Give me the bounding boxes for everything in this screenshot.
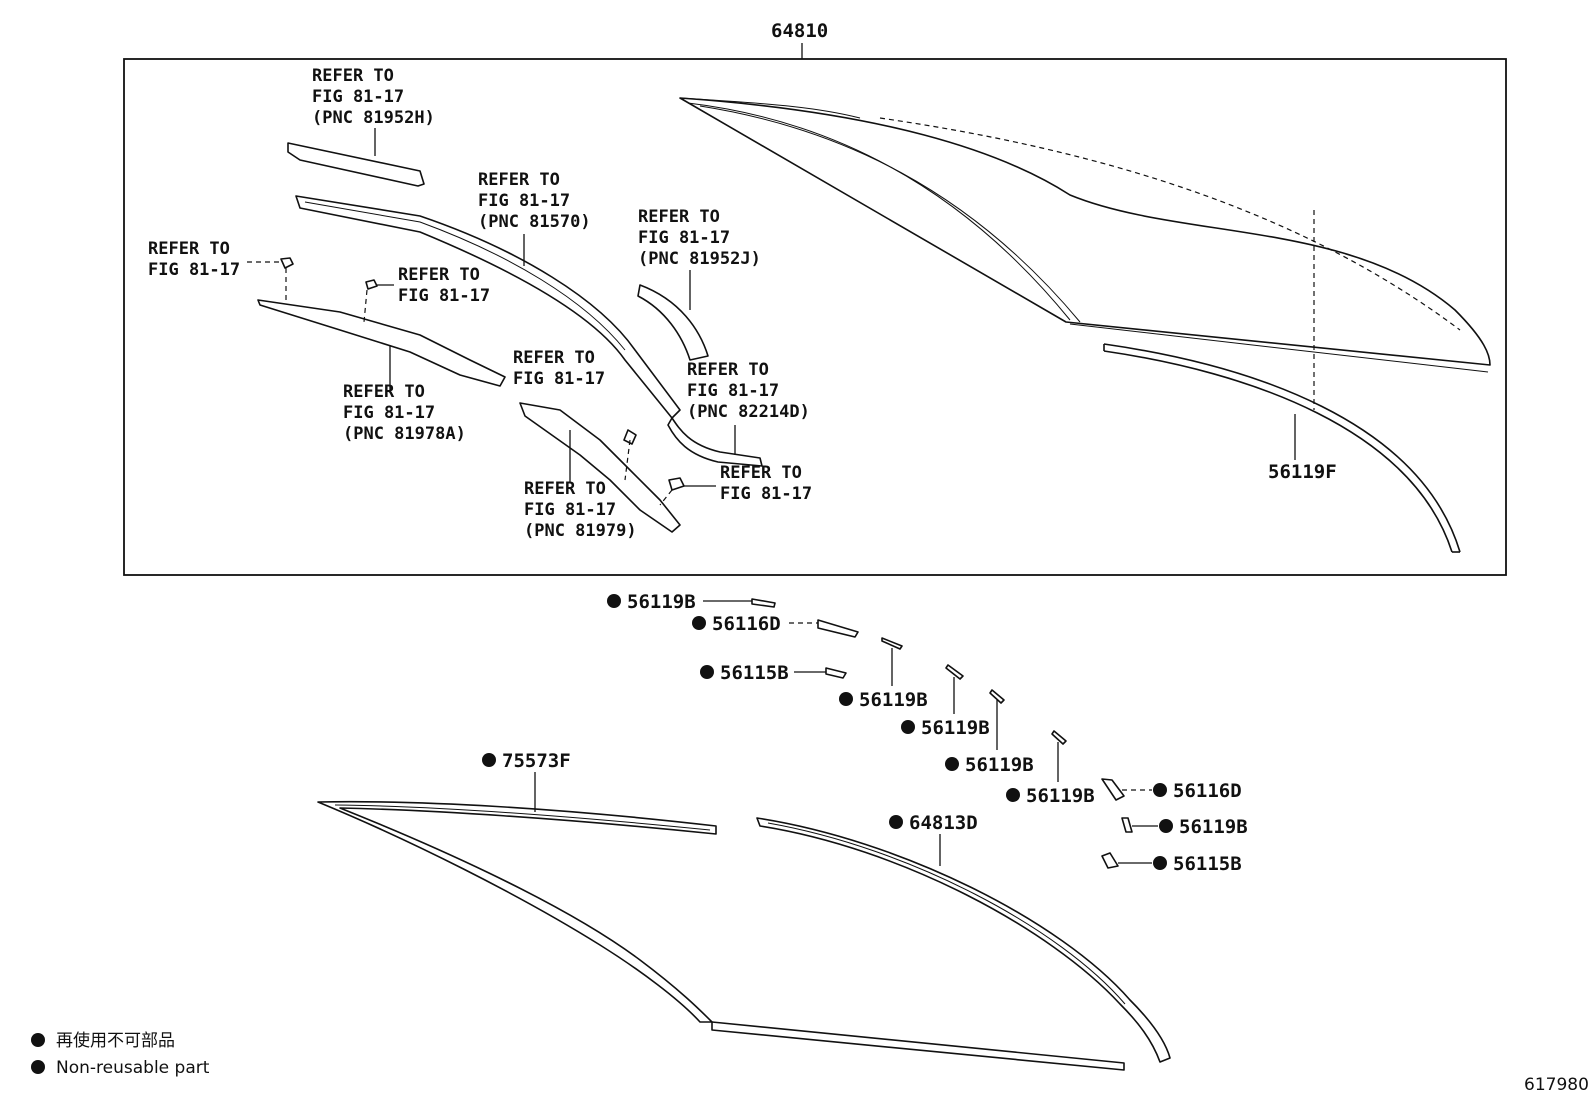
non-reusable-dot — [839, 692, 853, 706]
weatherstrip-64813D — [711, 817, 1171, 1071]
callout-81952J: REFER TO FIG 81-17 (PNC 81952J) — [638, 207, 761, 269]
harness-82214D — [667, 417, 763, 467]
callout-81979: REFER TO FIG 81-17 (PNC 81979) — [524, 479, 637, 541]
non-reusable-dot — [945, 757, 959, 771]
svg-text:REFER TO: REFER TO — [720, 463, 802, 483]
svg-text:REFER TO: REFER TO — [312, 66, 394, 86]
part-number-56116D: 56116D — [1173, 780, 1242, 802]
rear-window-glass — [679, 97, 1491, 410]
svg-text:FIG 81-17: FIG 81-17 — [524, 500, 616, 520]
spacer-56116D — [817, 619, 859, 638]
assembly-frame — [123, 58, 1507, 576]
svg-text:(PNC 82214D): (PNC 82214D) — [687, 402, 810, 422]
callout-81570: REFER TO FIG 81-17 (PNC 81570) — [478, 170, 591, 232]
part-number-56115B: 56115B — [1173, 853, 1242, 875]
clip-mid — [363, 279, 394, 323]
svg-text:FIG 81-17: FIG 81-17 — [720, 484, 812, 504]
spacer-56119B — [751, 598, 776, 608]
molding-75573F — [317, 772, 717, 1023]
svg-text:REFER TO: REFER TO — [638, 207, 720, 227]
svg-text:(PNC 81979): (PNC 81979) — [524, 521, 637, 541]
callout-mid: REFER TO FIG 81-17 — [398, 265, 490, 306]
svg-text:REFER TO: REFER TO — [148, 239, 230, 259]
part-number-56119B: 56119B — [1026, 785, 1095, 807]
svg-text:FIG 81-17: FIG 81-17 — [398, 286, 490, 306]
non-reusable-dot — [482, 753, 496, 767]
legend-dot — [31, 1060, 45, 1074]
svg-text:FIG 81-17: FIG 81-17 — [148, 260, 240, 280]
svg-text:FIG 81-17: FIG 81-17 — [343, 403, 435, 423]
non-reusable-dot — [1153, 783, 1167, 797]
part-number-75573F: 75573F — [502, 750, 571, 772]
non-reusable-dot — [1153, 856, 1167, 870]
part-number-56119F: 56119F — [1268, 461, 1337, 483]
svg-text:REFER TO: REFER TO — [524, 479, 606, 499]
part-number-64813D: 64813D — [909, 812, 978, 834]
part-number-56119B: 56119B — [1179, 816, 1248, 838]
legend: 再使用不可部品 Non-reusable part — [31, 1030, 210, 1078]
part-number-56116D: 56116D — [712, 613, 781, 635]
callout-81952H: REFER TO FIG 81-17 (PNC 81952H) — [312, 66, 435, 128]
bracket-81979 — [519, 402, 681, 533]
svg-text:FIG 81-17: FIG 81-17 — [687, 381, 779, 401]
svg-text:FIG 81-17: FIG 81-17 — [312, 87, 404, 107]
trim-strip-81952H — [287, 128, 425, 187]
non-reusable-dot — [889, 815, 903, 829]
molding-56119F — [1103, 343, 1461, 553]
part-number-56119B: 56119B — [859, 689, 928, 711]
spacer-56115B — [825, 667, 847, 679]
svg-text:(PNC 81952H): (PNC 81952H) — [312, 108, 435, 128]
non-reusable-dot — [901, 720, 915, 734]
pillar-garnish-81570 — [295, 195, 681, 419]
svg-text:(PNC 81978A): (PNC 81978A) — [343, 424, 466, 444]
legend-japanese: 再使用不可部品 — [56, 1030, 175, 1051]
non-reusable-dot — [607, 594, 621, 608]
clip-lower-right — [659, 477, 716, 506]
assembly-number: 64810 — [771, 20, 828, 42]
callout-lower-right: REFER TO FIG 81-17 — [720, 463, 812, 504]
callout-left: REFER TO FIG 81-17 — [148, 239, 240, 280]
svg-text:FIG 81-17: FIG 81-17 — [513, 369, 605, 389]
part-number-56119B: 56119B — [921, 717, 990, 739]
svg-text:FIG 81-17: FIG 81-17 — [478, 191, 570, 211]
non-reusable-dot — [1159, 819, 1173, 833]
part-number-56119B: 56119B — [965, 754, 1034, 776]
trim-strip-81952J — [637, 270, 709, 361]
svg-text:FIG 81-17: FIG 81-17 — [638, 228, 730, 248]
svg-text:REFER TO: REFER TO — [513, 348, 595, 368]
svg-text:(PNC 81570): (PNC 81570) — [478, 212, 591, 232]
svg-text:REFER TO: REFER TO — [478, 170, 560, 190]
figure-id: 617980 — [1524, 1075, 1589, 1095]
svg-text:REFER TO: REFER TO — [398, 265, 480, 285]
svg-text:(PNC 81952J): (PNC 81952J) — [638, 249, 761, 269]
callout-82214D: REFER TO FIG 81-17 (PNC 82214D) — [687, 360, 810, 422]
callout-center: REFER TO FIG 81-17 — [513, 348, 605, 389]
svg-text:REFER TO: REFER TO — [687, 360, 769, 380]
part-number-56119B: 56119B — [627, 591, 696, 613]
non-reusable-dot — [692, 616, 706, 630]
non-reusable-dot — [1006, 788, 1020, 802]
part-number-56115B: 56115B — [720, 662, 789, 684]
non-reusable-dot — [700, 665, 714, 679]
callout-81978A: REFER TO FIG 81-17 (PNC 81978A) — [343, 382, 466, 444]
legend-english: Non-reusable part — [56, 1058, 210, 1078]
legend-dot — [31, 1033, 45, 1047]
svg-text:REFER TO: REFER TO — [343, 382, 425, 402]
clip-left — [247, 257, 294, 302]
bracket-81978A — [257, 299, 506, 392]
